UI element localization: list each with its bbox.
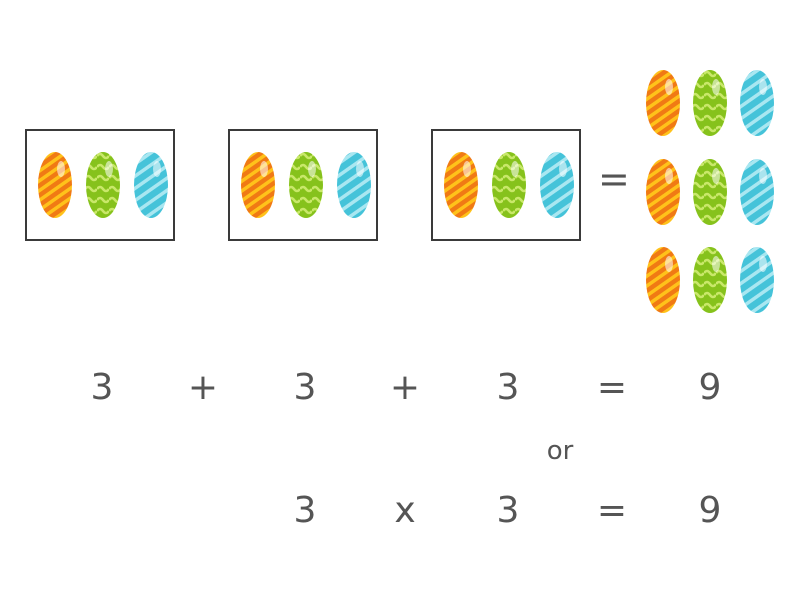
orange-striped-egg-icon bbox=[38, 152, 72, 218]
number: 3 bbox=[496, 367, 520, 408]
times-sign: x bbox=[394, 490, 416, 531]
number: 3 bbox=[496, 490, 520, 531]
number: 3 bbox=[293, 490, 317, 531]
number: 3 bbox=[90, 367, 114, 408]
or-label: or bbox=[546, 436, 574, 466]
plus-sign: + bbox=[389, 367, 421, 408]
egg-group-box bbox=[431, 129, 581, 241]
plus-sign: + bbox=[187, 367, 219, 408]
equals-sign: = bbox=[596, 490, 628, 531]
blue-striped-egg-icon bbox=[740, 247, 774, 313]
number: 3 bbox=[293, 367, 317, 408]
green-wavy-egg-icon bbox=[289, 152, 323, 218]
green-wavy-egg-icon bbox=[86, 152, 120, 218]
blue-striped-egg-icon bbox=[740, 159, 774, 225]
orange-striped-egg-icon bbox=[241, 152, 275, 218]
blue-striped-egg-icon bbox=[337, 152, 371, 218]
blue-striped-egg-icon bbox=[740, 70, 774, 136]
number: 9 bbox=[698, 490, 722, 531]
picture-equals-sign: = bbox=[598, 157, 630, 201]
green-wavy-egg-icon bbox=[693, 159, 727, 225]
egg-group-box bbox=[228, 129, 378, 241]
number: 9 bbox=[698, 367, 722, 408]
egg-group-box bbox=[25, 129, 175, 241]
equals-sign: = bbox=[596, 367, 628, 408]
blue-striped-egg-icon bbox=[134, 152, 168, 218]
green-wavy-egg-icon bbox=[492, 152, 526, 218]
green-wavy-egg-icon bbox=[693, 247, 727, 313]
orange-striped-egg-icon bbox=[646, 70, 680, 136]
green-wavy-egg-icon bbox=[693, 70, 727, 136]
orange-striped-egg-icon bbox=[646, 247, 680, 313]
blue-striped-egg-icon bbox=[540, 152, 574, 218]
orange-striped-egg-icon bbox=[646, 159, 680, 225]
orange-striped-egg-icon bbox=[444, 152, 478, 218]
